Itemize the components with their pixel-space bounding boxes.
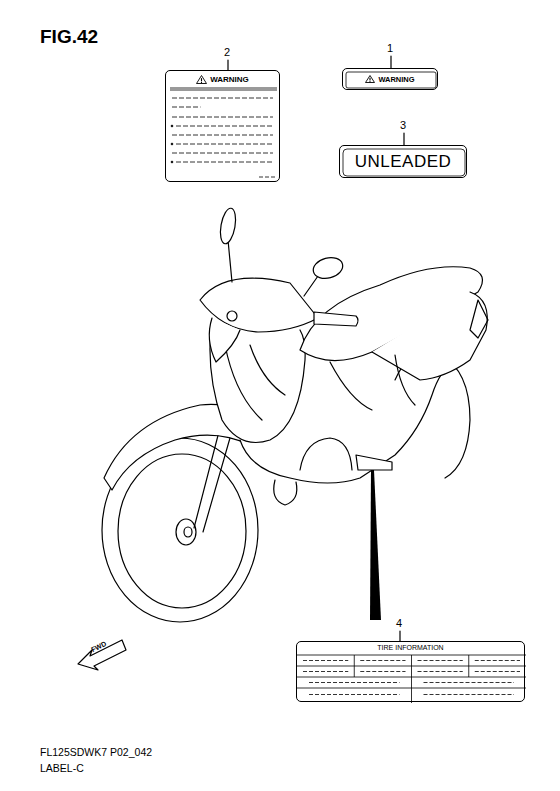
leader-line xyxy=(390,56,391,68)
mirror-stalk xyxy=(304,276,318,296)
leader-line xyxy=(399,631,400,641)
callout-number: 4 xyxy=(396,617,402,629)
warning-symbol xyxy=(196,75,207,84)
front-rim xyxy=(118,454,246,608)
rear-cowl xyxy=(372,292,487,380)
grip xyxy=(314,312,358,326)
label-markings xyxy=(166,71,281,183)
warning-symbol xyxy=(365,75,375,83)
label-text: UNLEADED xyxy=(355,152,452,172)
engine xyxy=(300,438,352,470)
warning-label: WARNING xyxy=(342,68,438,90)
figure-title: FIG.42 xyxy=(40,26,98,48)
callout-number: 2 xyxy=(224,46,230,58)
side-cover xyxy=(330,355,415,410)
tail-light xyxy=(470,300,488,338)
label-markings xyxy=(297,642,526,703)
unleaded-label: UNLEADED xyxy=(339,145,467,178)
label-text: WARNING xyxy=(210,75,249,84)
figure-name: LABEL-C xyxy=(40,762,84,774)
warning-label: WARNING xyxy=(165,70,280,182)
callout-number: 1 xyxy=(387,42,393,54)
tire-information-label: TIRE INFORMATION xyxy=(296,641,525,702)
leader-wedge xyxy=(370,470,381,620)
stand xyxy=(274,480,297,505)
headlight xyxy=(209,318,240,362)
mirror-stalk xyxy=(228,240,232,282)
label-text: TIRE INFORMATION xyxy=(377,644,443,651)
fwd-arrow xyxy=(78,640,126,670)
emblem xyxy=(227,311,237,321)
panel-line xyxy=(225,345,285,420)
figure-code: FL125SDWK7 P02_042 xyxy=(40,746,152,758)
mirror xyxy=(311,254,345,281)
footrest xyxy=(356,455,392,470)
mirror xyxy=(218,207,238,245)
callout-number: 3 xyxy=(400,119,406,131)
label-text: WARNING xyxy=(378,75,414,84)
front-axle xyxy=(184,527,192,537)
front-hub xyxy=(176,519,196,545)
leader-line xyxy=(403,133,404,145)
leader-line xyxy=(227,60,228,70)
direction-mark: FWD xyxy=(90,640,107,653)
